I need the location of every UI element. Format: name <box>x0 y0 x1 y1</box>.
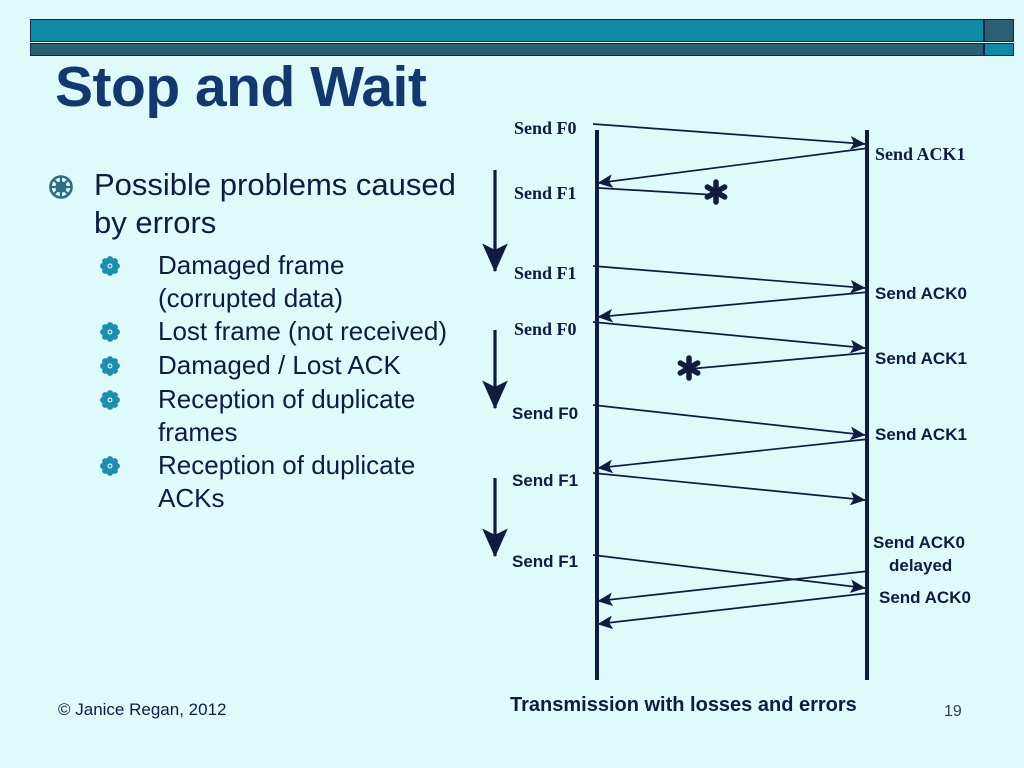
msg-ack1-1 <box>597 147 870 188</box>
list-item-label: Reception of duplicate frames <box>158 383 416 447</box>
receiver-label-send-ack1-3: Send ACK1 <box>875 425 967 444</box>
msg-frame-f1-lost <box>598 187 717 196</box>
accent-square-top-right <box>984 19 1014 42</box>
sequence-diagram-canvas <box>482 123 870 680</box>
flower-bullet-icon <box>40 349 158 377</box>
receiver-label-send-ack1-2: Send ACK1 <box>875 349 967 368</box>
header-accent-bar <box>30 19 1014 57</box>
sender-label-send-f1-3: Send F1 <box>512 471 579 490</box>
flower-bullet-icon <box>40 449 158 477</box>
flower-bullet-icon <box>40 383 158 410</box>
list-item: Damaged / Lost ACK <box>40 349 470 382</box>
sender-label-send-f0-3: Send F0 <box>512 404 579 423</box>
list-item: Possible problems caused by errors <box>40 166 470 243</box>
bullet-list: Possible problems caused by errors Damag… <box>40 166 470 516</box>
msg-frame-f0-2 <box>592 321 866 354</box>
copyright-notice: © Janice Regan, 2012 <box>58 700 227 719</box>
accent-band-top <box>30 19 984 42</box>
list-item: Reception of duplicate ACKs <box>40 449 470 515</box>
msg-frame-f1-2 <box>592 265 866 294</box>
list-item: Reception of duplicate frames <box>40 383 470 449</box>
receiver-label-send-ack0-delayed: Send ACK0 <box>873 533 965 552</box>
receiver-label-send-ack1-1: Send ACK1 <box>875 144 966 164</box>
flower-bullet-icon <box>40 249 158 276</box>
list-item: Lost frame (not received) <box>40 315 470 348</box>
accent-square-bottom-right <box>984 43 1014 56</box>
wheel-bullet-icon <box>40 166 94 200</box>
diagram-caption: Transmission with losses and errors <box>510 694 857 716</box>
msg-frame-f0-3 <box>592 404 866 441</box>
sender-label-send-f1-2: Send F1 <box>514 263 577 283</box>
sender-label-send-f1-4: Send F1 <box>512 552 579 571</box>
list-item-label: Damaged / Lost ACK <box>158 350 401 381</box>
msg-ack0-1 <box>597 291 870 323</box>
list-item: Damaged frame (corrupted data) <box>40 249 470 315</box>
sender-label-send-f0-1: Send F0 <box>514 118 577 138</box>
receiver-label-send-ack0-2: Send ACK0 <box>879 588 971 607</box>
flower-bullet-icon <box>40 315 158 343</box>
list-item-label: Reception of duplicate ACKs <box>158 450 416 514</box>
receiver-label-send-ack0-1: Send ACK0 <box>875 284 967 303</box>
list-item-label: Lost frame (not received) <box>158 316 448 347</box>
sub-bullet-list: Damaged frame (corrupted data) Lost fram… <box>40 249 470 515</box>
msg-ack1-lost <box>688 352 866 370</box>
msg-ack1-2 <box>597 438 870 474</box>
msg-ack0-delayed <box>597 570 870 607</box>
sequence-diagram: Send F0 Send F1 Send F1 Send F0 Send F0 … <box>470 108 1024 718</box>
sender-label-send-f1-1: Send F1 <box>514 183 577 203</box>
msg-ack0-2 <box>597 592 870 630</box>
page-title: Stop and Wait <box>55 55 427 119</box>
msg-frame-f0-1 <box>592 123 866 150</box>
msg-frame-f1-4 <box>592 554 866 593</box>
list-item-label: Damaged frame (corrupted data) <box>158 249 345 313</box>
asterisk-error-icon-1 <box>704 179 728 205</box>
asterisk-error-icon-2 <box>677 355 701 381</box>
sender-label-send-f0-2: Send F0 <box>514 319 577 339</box>
list-item-label: Possible problems caused by errors <box>94 167 456 241</box>
accent-band-bottom <box>30 43 984 56</box>
msg-frame-f1-3 <box>592 472 866 506</box>
page-number: 19 <box>944 703 962 720</box>
receiver-label-delayed: delayed <box>889 556 953 575</box>
